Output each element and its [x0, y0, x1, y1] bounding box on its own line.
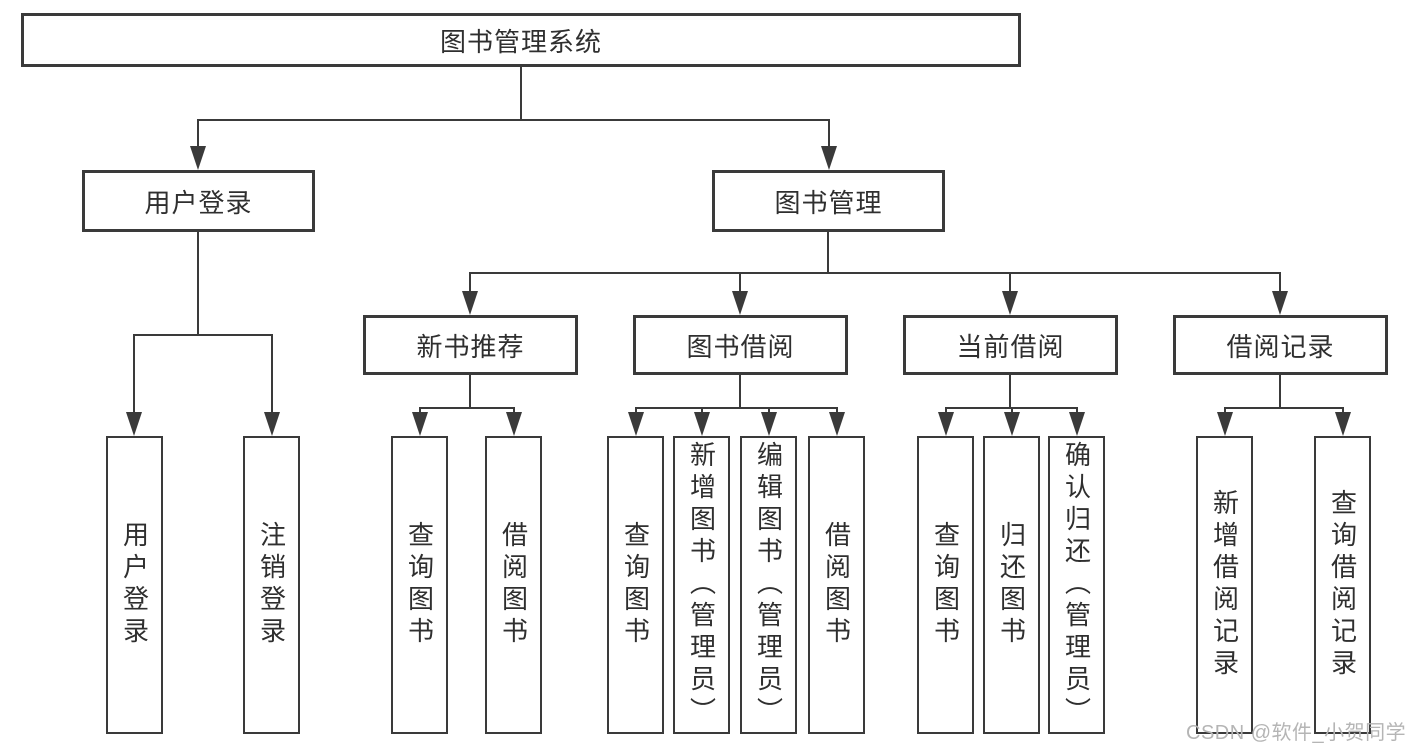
leaf-label: 新增借阅记录 [1209, 489, 1240, 681]
leaf-user-login: 用户登录 [106, 436, 163, 734]
arrowhead-down-icon [1272, 291, 1288, 315]
node-user-login: 用户登录 [82, 170, 315, 232]
arrowhead-down-icon [412, 412, 428, 436]
connector-line [133, 334, 135, 414]
connector-line [419, 407, 515, 409]
leaf-query-books-recommend: 查询图书 [391, 436, 448, 734]
connector-line [1224, 407, 1343, 409]
node-label: 当前借阅 [956, 331, 1065, 362]
connector-line [701, 407, 703, 415]
connector-line [828, 119, 830, 149]
leaf-label: 确认归还（管理员） [1061, 441, 1092, 729]
connector-line [945, 407, 947, 415]
leaf-return-book: 归还图书 [983, 436, 1040, 734]
leaf-edit-book-admin: 编辑图书（管理员） [740, 436, 797, 734]
node-book-borrowing: 图书借阅 [633, 315, 848, 375]
connector-line [197, 119, 199, 149]
leaf-label: 编辑图书（管理员） [753, 441, 784, 729]
arrowhead-down-icon [821, 146, 837, 170]
connector-line [197, 119, 830, 121]
node-library-management-system: 图书管理系统 [21, 13, 1021, 67]
leaf-label: 归还图书 [996, 521, 1027, 649]
arrowhead-down-icon [829, 412, 845, 436]
arrowhead-down-icon [628, 412, 644, 436]
leaf-label: 注销登录 [256, 521, 287, 649]
arrowhead-down-icon [1335, 412, 1351, 436]
leaf-query-borrow-record: 查询借阅记录 [1314, 436, 1371, 734]
arrowhead-down-icon [190, 146, 206, 170]
connector-line [1279, 272, 1281, 294]
leaf-label: 查询图书 [404, 521, 435, 649]
connector-line [469, 272, 471, 294]
leaf-borrow-books-borrowing: 借阅图书 [808, 436, 865, 734]
arrowhead-down-icon [1004, 412, 1020, 436]
arrowhead-down-icon [694, 412, 710, 436]
connector-line [1342, 407, 1344, 415]
leaf-query-books-borrowing: 查询图书 [607, 436, 664, 734]
arrowhead-down-icon [1217, 412, 1233, 436]
node-label: 图书管理 [774, 187, 883, 218]
connector-line [1009, 375, 1011, 409]
leaf-confirm-return-admin: 确认归还（管理员） [1048, 436, 1105, 734]
leaf-label: 新增图书（管理员） [686, 441, 717, 729]
connector-line [469, 375, 471, 409]
connector-line [768, 407, 770, 415]
leaf-label: 查询图书 [620, 521, 651, 649]
leaf-query-books-current: 查询图书 [917, 436, 974, 734]
arrowhead-down-icon [1002, 291, 1018, 315]
connector-line [1224, 407, 1226, 415]
arrowhead-down-icon [938, 412, 954, 436]
node-borrowing-records: 借阅记录 [1173, 315, 1388, 375]
leaf-label: 借阅图书 [821, 521, 852, 649]
connector-line [133, 334, 273, 336]
connector-line [1279, 375, 1281, 409]
leaf-borrow-books-recommend: 借阅图书 [485, 436, 542, 734]
connector-line [271, 334, 273, 414]
arrowhead-down-icon [462, 291, 478, 315]
node-label: 用户登录 [144, 187, 253, 218]
node-label: 图书管理系统 [439, 26, 602, 57]
connector-line [739, 375, 741, 409]
connector-line [635, 407, 838, 409]
arrowhead-down-icon [732, 291, 748, 315]
node-label: 新书推荐 [416, 331, 525, 362]
node-label: 借阅记录 [1226, 331, 1335, 362]
connector-line [635, 407, 637, 415]
connector-line [827, 232, 829, 274]
connector-line [520, 67, 522, 120]
connector-line [1009, 272, 1011, 294]
leaf-logout: 注销登录 [243, 436, 300, 734]
connector-line [1076, 407, 1078, 415]
leaf-label: 查询图书 [930, 521, 961, 649]
node-label: 图书借阅 [686, 331, 795, 362]
csdn-watermark: CSDN @软件_小贺同学 [1186, 722, 1405, 744]
node-current-borrowing: 当前借阅 [903, 315, 1118, 375]
arrowhead-down-icon [506, 412, 522, 436]
connector-line [419, 407, 421, 415]
arrowhead-down-icon [761, 412, 777, 436]
arrowhead-down-icon [264, 412, 280, 436]
connector-line [469, 272, 1281, 274]
leaf-add-borrow-record: 新增借阅记录 [1196, 436, 1253, 734]
node-new-book-recommendation: 新书推荐 [363, 315, 578, 375]
leaf-add-book-admin: 新增图书（管理员） [673, 436, 730, 734]
arrowhead-down-icon [1069, 412, 1085, 436]
leaf-label: 查询借阅记录 [1327, 489, 1358, 681]
connector-line [739, 272, 741, 294]
leaf-label: 用户登录 [119, 521, 150, 649]
connector-line [1011, 407, 1013, 415]
connector-line [513, 407, 515, 415]
connector-line [836, 407, 838, 415]
connector-line [197, 232, 199, 336]
leaf-label: 借阅图书 [498, 521, 529, 649]
node-book-management: 图书管理 [712, 170, 945, 232]
arrowhead-down-icon [126, 412, 142, 436]
